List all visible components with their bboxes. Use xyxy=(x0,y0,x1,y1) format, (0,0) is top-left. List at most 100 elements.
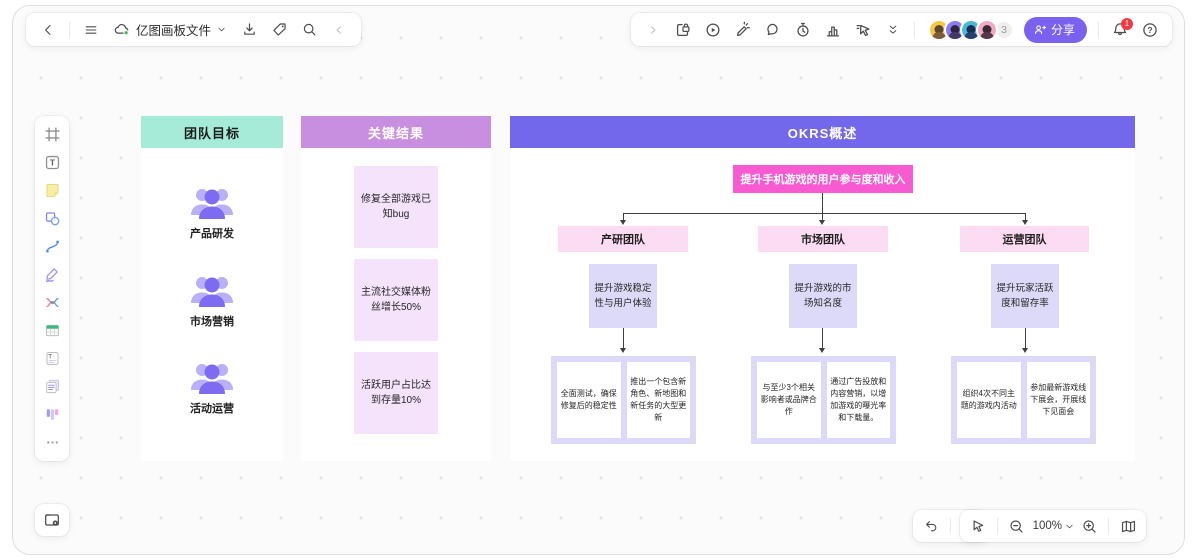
key-results-group[interactable]: 与至少3个相关影响者或品牌合作 通过广告投放和内容营销，以增加游戏的曝光率和下载… xyxy=(751,356,896,444)
key-result-card[interactable]: 修复全部游戏已知bug xyxy=(354,166,438,248)
laser-pen-button[interactable] xyxy=(729,16,757,44)
team-people-icon xyxy=(191,189,233,220)
zoom-level[interactable]: 100% xyxy=(1032,520,1062,532)
toolbar-right: 3 分享 1 ? xyxy=(630,13,1172,46)
search-button[interactable] xyxy=(295,16,323,44)
okrs-column[interactable]: OKRS概述 提升手机游戏的用户参与度和收入 产研团队 市场团队 运营团队 提升… xyxy=(510,116,1135,461)
text-note-tool[interactable]: T xyxy=(38,345,66,372)
pointer-laser-icon xyxy=(856,24,870,36)
key-result-box[interactable]: 推出一个包含新角色、新地图和新任务的大型更新 xyxy=(626,362,690,438)
share-person-icon xyxy=(1034,24,1047,34)
goal-label: 活动运营 xyxy=(190,402,234,415)
okrs-column-header[interactable]: OKRS概述 xyxy=(510,116,1135,148)
connector-line xyxy=(623,213,624,221)
divider xyxy=(1098,21,1099,38)
root-objective-box[interactable]: 提升手机游戏的用户参与度和收入 xyxy=(733,165,913,193)
laser-pen-icon xyxy=(736,21,750,36)
shapes-icon xyxy=(45,212,59,226)
team-box[interactable]: 运营团队 xyxy=(960,226,1089,252)
expand-toolbar-button[interactable] xyxy=(639,16,667,44)
timer-button[interactable] xyxy=(789,16,817,44)
avatar[interactable] xyxy=(975,18,998,41)
goal-item-marketing[interactable]: 市场营销 xyxy=(189,273,235,329)
mind-map-tool[interactable] xyxy=(38,289,66,316)
play-circle-icon xyxy=(706,23,720,36)
goal-item-product[interactable]: 产品研发 xyxy=(189,185,235,241)
key-result-card[interactable]: 主流社交媒体粉丝增长50% xyxy=(354,259,438,341)
key-result-card[interactable]: 活跃用户占比达到存量10% xyxy=(354,352,438,434)
more-icon xyxy=(46,441,58,444)
team-people-icon xyxy=(191,363,233,394)
key-result-box[interactable]: 与至少3个相关影响者或品牌合作 xyxy=(757,362,821,438)
pen-tool[interactable] xyxy=(38,261,66,288)
collapse-right-toolbar-button[interactable] xyxy=(879,16,907,44)
help-button[interactable]: ? xyxy=(1136,16,1164,44)
lock-note-button[interactable] xyxy=(669,16,697,44)
sticky-note-tool[interactable] xyxy=(38,177,66,204)
goals-column[interactable]: 团队目标 产品研发 市场营销 xyxy=(141,116,283,461)
help-icon: ? xyxy=(1143,22,1157,37)
zoom-in-button[interactable] xyxy=(1075,512,1103,540)
zoom-in-icon xyxy=(1082,519,1096,533)
back-button[interactable] xyxy=(34,16,62,44)
arrowhead xyxy=(1022,348,1028,353)
more-tools-button[interactable] xyxy=(38,429,66,456)
divider xyxy=(69,21,70,38)
team-box[interactable]: 市场团队 xyxy=(758,226,888,252)
key-results-column[interactable]: 关键结果 修复全部游戏已知bug 主流社交媒体粉丝增长50% 活跃用户占比达到存… xyxy=(301,116,491,461)
present-button[interactable] xyxy=(699,16,727,44)
collapse-left-toolbar-button[interactable] xyxy=(325,16,353,44)
frame-tool[interactable] xyxy=(38,121,66,148)
key-results-group[interactable]: 组织4次不同主题的游戏内活动 参加最新游戏线下展会，开展线下见面会 xyxy=(951,356,1096,444)
okr-chart: 提升手机游戏的用户参与度和收入 产研团队 市场团队 运营团队 提升游戏稳定性与用… xyxy=(510,148,1135,461)
comment-button[interactable] xyxy=(759,16,787,44)
goal-label: 产品研发 xyxy=(190,228,234,241)
connector-line xyxy=(1025,213,1026,221)
cards-icon xyxy=(45,379,59,394)
zoom-out-button[interactable] xyxy=(1003,512,1031,540)
svg-text:?: ? xyxy=(1147,25,1152,35)
undo-button[interactable] xyxy=(917,512,945,540)
main-menu-button[interactable] xyxy=(77,16,105,44)
notifications-button[interactable]: 1 xyxy=(1106,16,1134,44)
key-result-box[interactable]: 参加最新游戏线下展会，开展线下见面会 xyxy=(1026,362,1090,438)
import-button[interactable] xyxy=(235,16,263,44)
divider xyxy=(996,518,998,534)
minimap-button[interactable] xyxy=(1114,512,1142,540)
poll-button[interactable] xyxy=(819,16,847,44)
board-manager-button[interactable] xyxy=(35,504,69,536)
key-result-box[interactable]: 组织4次不同主题的游戏内活动 xyxy=(957,362,1021,438)
chevron-right-icon xyxy=(651,25,656,34)
caret-down-icon xyxy=(218,27,225,32)
file-title-button[interactable]: 亿图画板文件 xyxy=(107,16,233,44)
key-result-box[interactable]: 通过广告投放和内容营销，以增加游戏的曝光率和下载量。 xyxy=(826,362,890,438)
key-results-column-header[interactable]: 关键结果 xyxy=(301,116,491,148)
tools-sidebar: T xyxy=(35,116,69,461)
app-window: 亿图画板文件 xyxy=(12,5,1185,555)
svg-text:T: T xyxy=(48,354,52,360)
key-result-box[interactable]: 全面测试，确保修复后的稳定性 xyxy=(557,362,621,438)
search-icon xyxy=(303,23,315,36)
select-pointer-button[interactable] xyxy=(964,512,992,540)
tag-button[interactable] xyxy=(265,16,293,44)
zoom-caret-down-icon[interactable] xyxy=(1064,521,1075,532)
connector-line xyxy=(822,213,823,221)
table-tool[interactable] xyxy=(38,317,66,344)
pointer-laser-button[interactable] xyxy=(849,16,877,44)
goals-column-header[interactable]: 团队目标 xyxy=(141,116,283,148)
key-results-group[interactable]: 全面测试，确保修复后的稳定性 推出一个包含新角色、新地图和新任务的大型更新 xyxy=(551,356,696,444)
cards-tool[interactable] xyxy=(38,373,66,400)
shapes-tool[interactable] xyxy=(38,205,66,232)
share-button[interactable]: 分享 xyxy=(1023,16,1087,43)
connector-line xyxy=(822,193,823,213)
team-box[interactable]: 产研团队 xyxy=(558,226,688,252)
kanban-tool[interactable] xyxy=(38,401,66,428)
objective-box[interactable]: 提升游戏的市场知名度 xyxy=(789,264,857,328)
connector-tool[interactable] xyxy=(38,233,66,260)
pointer-icon xyxy=(973,519,984,532)
text-tool[interactable]: T xyxy=(38,149,66,176)
objective-box[interactable]: 提升游戏稳定性与用户体验 xyxy=(589,264,657,328)
goal-label: 市场营销 xyxy=(190,315,234,328)
goal-item-operations[interactable]: 活动运营 xyxy=(189,360,235,416)
objective-box[interactable]: 提升玩家活跃度和留存率 xyxy=(991,264,1059,328)
